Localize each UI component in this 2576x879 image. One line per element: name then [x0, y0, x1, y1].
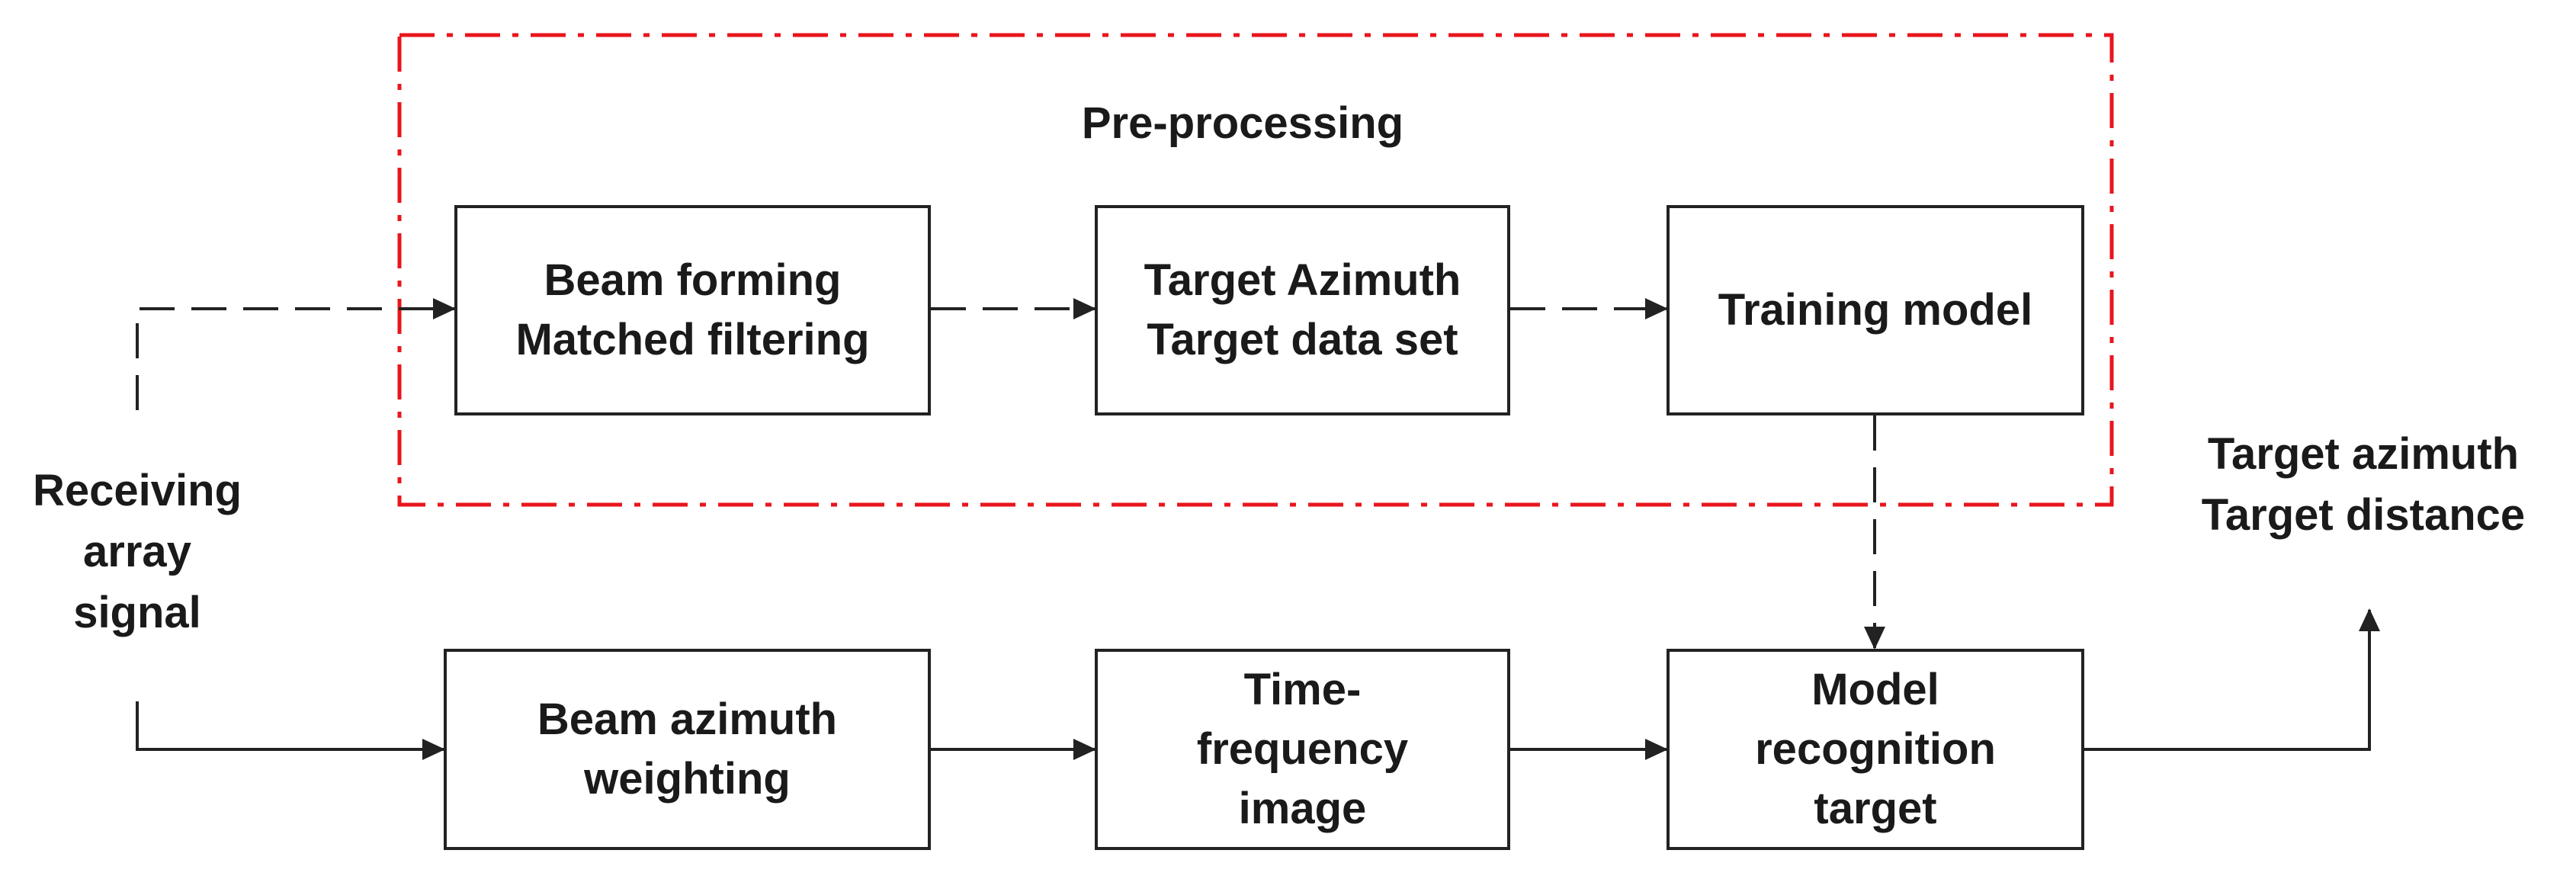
- input-to-weighting-line: [136, 701, 445, 760]
- beam-azimuth-weighting-box: Beam azimuth weighting: [444, 649, 931, 850]
- output-label: Target azimuth Target distance: [2201, 429, 2526, 540]
- input-label: Receiving array signal: [33, 466, 242, 637]
- preprocessing-region: [397, 33, 2114, 507]
- preprocessing-title: Pre-processing: [1081, 98, 1404, 148]
- model-recognition-target-box: Model recognition target: [1667, 649, 2084, 850]
- recognition-to-output-line: [2084, 608, 2380, 751]
- training-model-box: Training model: [1667, 205, 2084, 415]
- time-frequency-image-box: Time- frequency image: [1095, 649, 1510, 850]
- target-azimuth-dataset-box: Target Azimuth Target data set: [1095, 205, 1510, 415]
- beam-forming-box: Beam forming Matched filtering: [454, 205, 931, 415]
- input-to-beam-forming-dashed-line: [136, 298, 456, 410]
